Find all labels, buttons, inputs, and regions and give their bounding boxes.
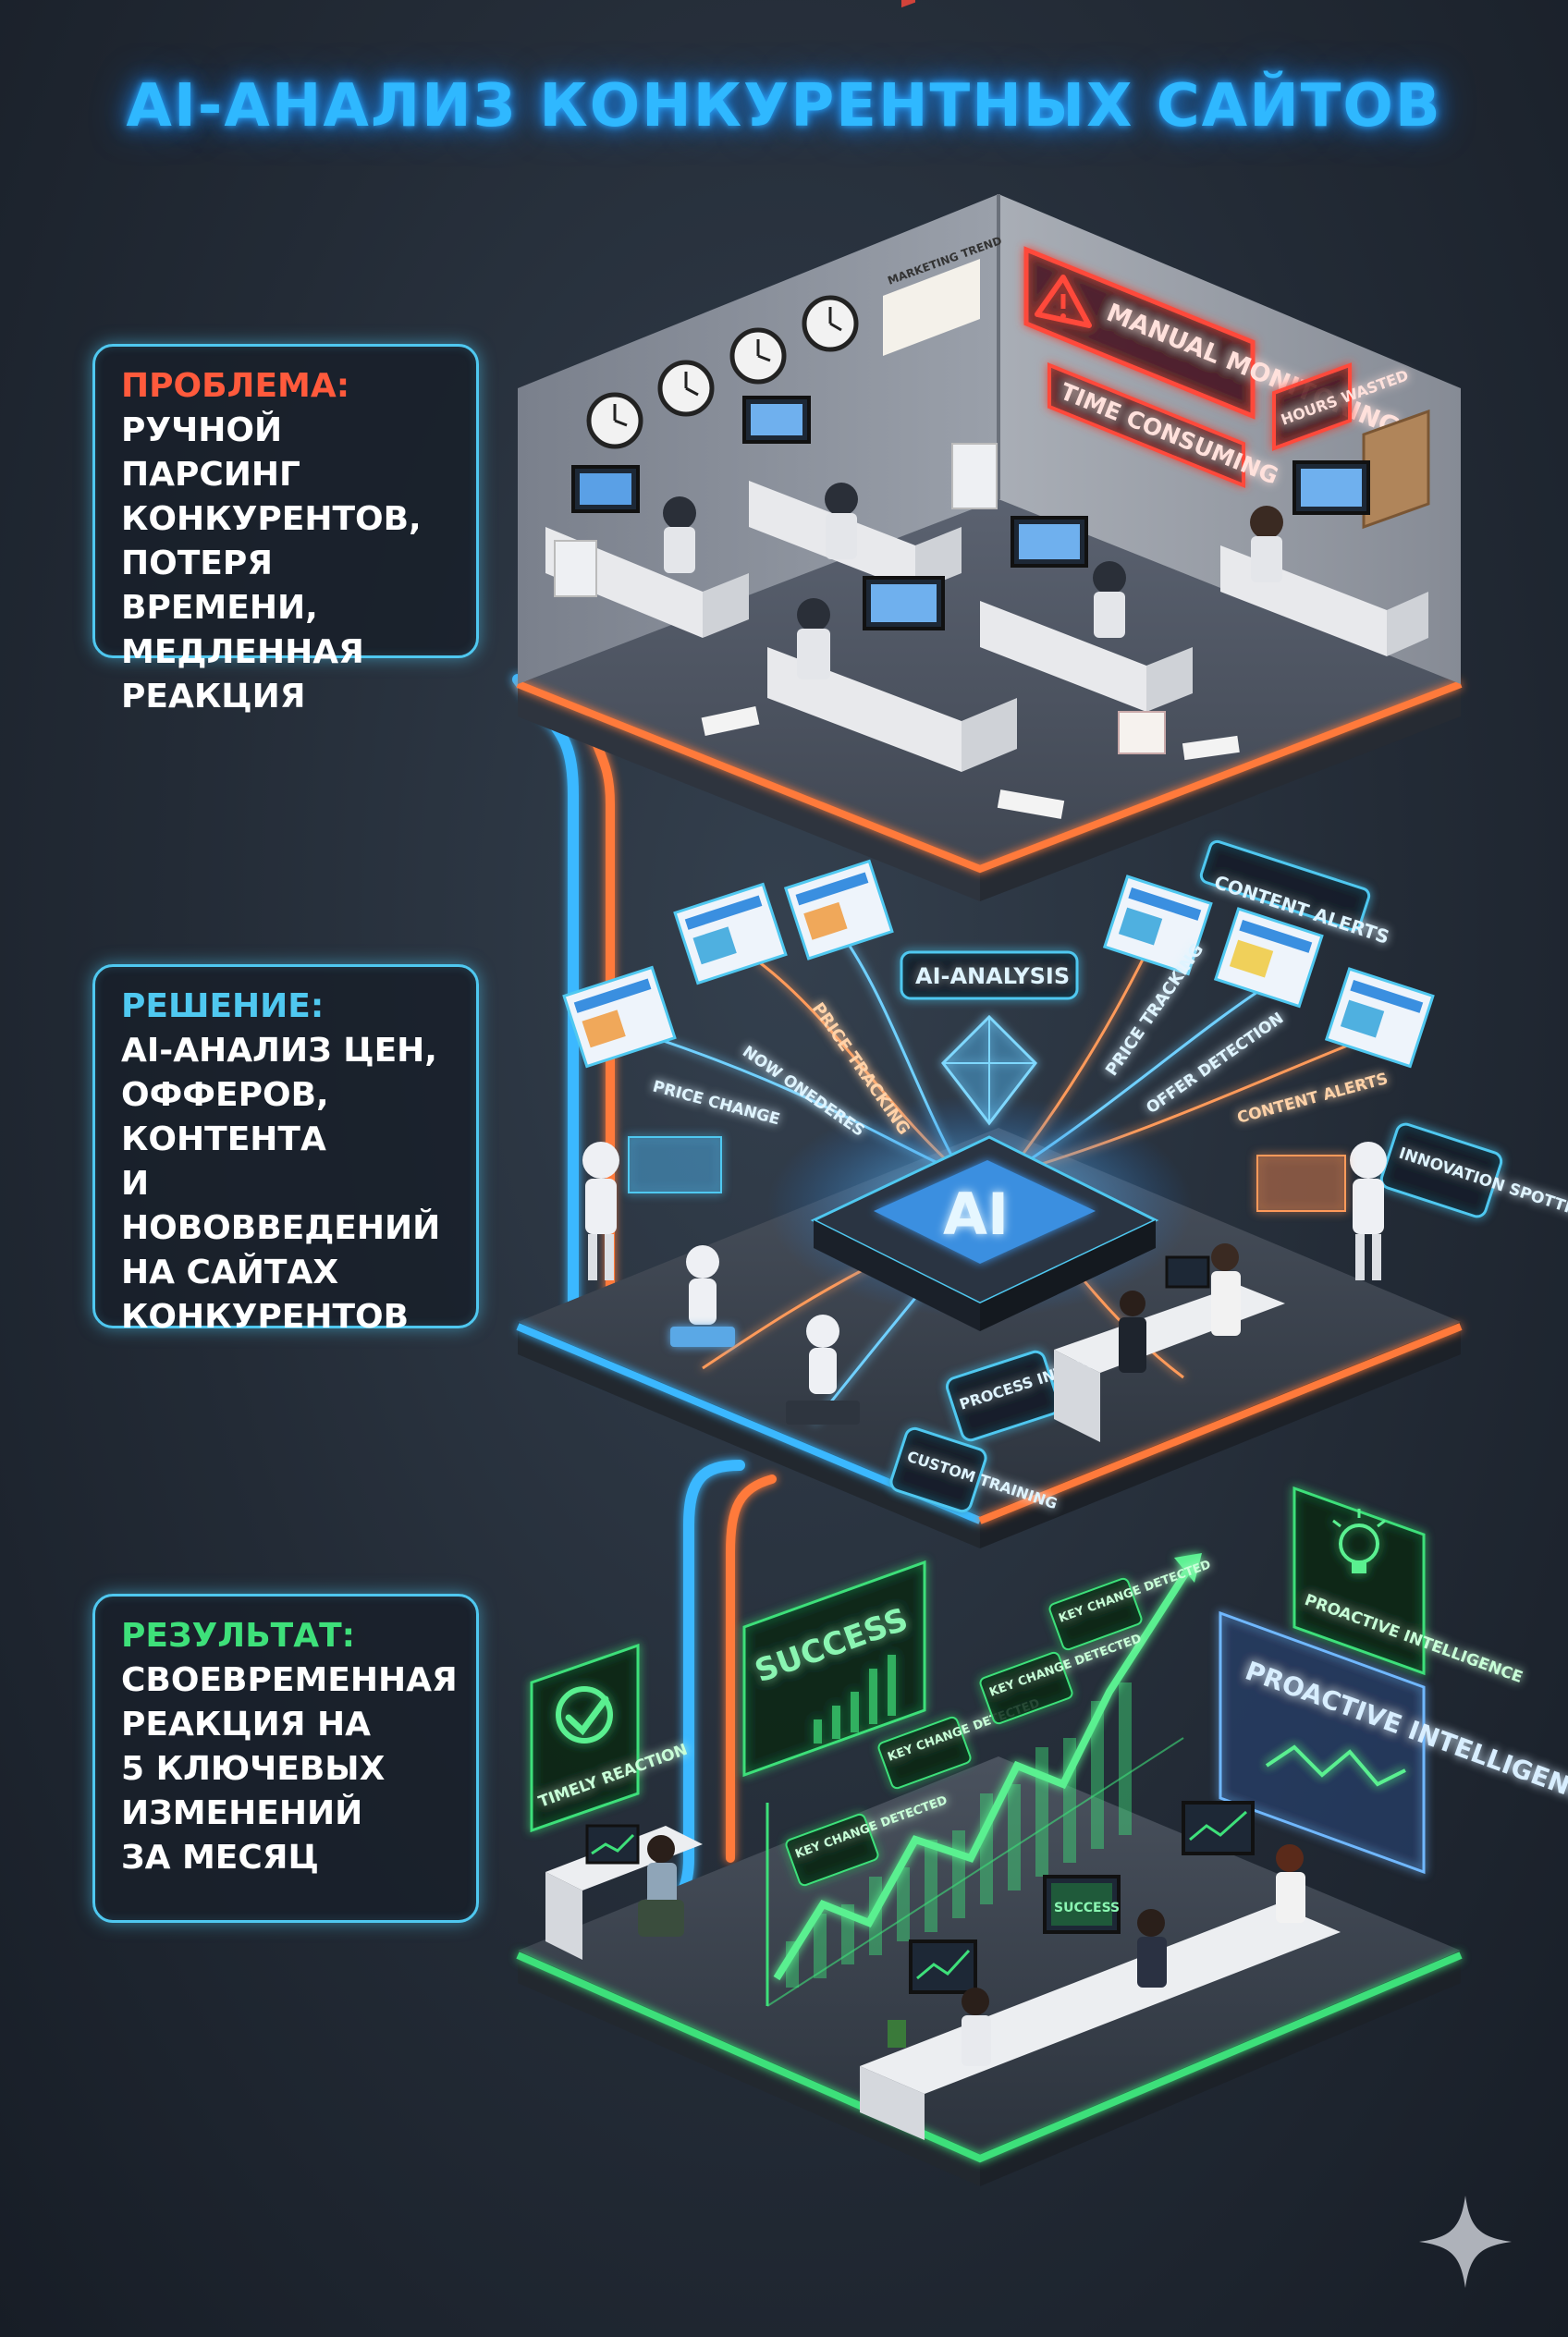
clock-icon <box>729 327 787 385</box>
robots <box>582 1136 1387 1425</box>
lightbulb-icon <box>1332 1509 1386 1573</box>
problem-panel: ПРОБЛЕМА: РУЧНОЙ ПАРСИНГ КОНКУРЕНТОВ, ПО… <box>92 344 479 716</box>
result-heading: РЕЗУЛЬТАТ: <box>121 1617 356 1655</box>
wall-clocks <box>586 295 859 449</box>
svg-text:AI-ANALYSIS: AI-ANALYSIS <box>915 963 1070 989</box>
result-panel: РЕЗУЛЬТАТ: СВОЕВРЕМЕННАЯ РЕАКЦИЯ НА 5 КЛ… <box>92 1594 479 1923</box>
page-title: AI-АНАЛИЗ КОНКУРЕНТНЫХ САЙТОВ <box>126 72 1442 141</box>
ai-crystal <box>941 1014 1037 1126</box>
clock-icon <box>586 392 643 449</box>
analysts-desk <box>1054 1243 1285 1442</box>
svg-text:AI: AI <box>943 1181 1009 1248</box>
problem-office-scene: MARKETING TREND MANUAL MONITORING TIME C… <box>516 0 1463 901</box>
robot-left <box>582 1142 619 1280</box>
problem-heading: ПРОБЛЕМА: <box>121 367 350 405</box>
checkmark-icon <box>556 1686 613 1744</box>
svg-text:PRICE CHANGE: PRICE CHANGE <box>651 1078 782 1130</box>
timely-reaction-badge: TIMELY REACTION <box>530 1643 690 1833</box>
robot-mid <box>670 1245 735 1347</box>
solution-panel: РЕШЕНИЕ: AI-АНАЛИЗ ЦЕН, ОФФЕРОВ, КОНТЕНТ… <box>92 964 479 1336</box>
svg-text:CONTENT ALERTS: CONTENT ALERTS <box>1235 1070 1390 1128</box>
competitor-site-cards <box>562 859 1435 1069</box>
innovation-spotting-label: INNOVATION SPOTTING <box>1379 1122 1568 1225</box>
svg-text:SUCCESS: SUCCESS <box>1054 1901 1120 1915</box>
clock-icon <box>802 295 859 352</box>
growth-chart <box>766 1553 1202 2007</box>
success-panel: SUCCESS <box>742 1560 926 1778</box>
robot-right <box>1350 1142 1387 1280</box>
ai-analysis-label: AI-ANALYSIS <box>900 950 1079 1000</box>
solution-heading: РЕШЕНИЕ: <box>121 987 325 1025</box>
solution-text: AI-АНАЛИЗ ЦЕН, ОФФЕРОВ, КОНТЕНТА И НОВОВ… <box>121 1032 441 1336</box>
robot-front <box>786 1315 860 1425</box>
ai-chip: AI <box>767 1095 1193 1331</box>
result-platform-scene: KEY CHANGE DETECTED KEY CHANGE DETECTED … <box>516 1486 1568 2186</box>
clock-icon <box>657 360 715 417</box>
office-desks <box>545 396 1428 819</box>
problem-text: РУЧНОЙ ПАРСИНГ КОНКУРЕНТОВ, ПОТЕРЯ ВРЕМЕ… <box>121 411 422 716</box>
warning-icon <box>1035 275 1092 328</box>
ai-platform-scene: AI AI-ANALYSIS <box>516 839 1568 1548</box>
result-text: СВОЕВРЕМЕННАЯ РЕАКЦИЯ НА 5 КЛЮЧЕВЫХ ИЗМЕ… <box>121 1661 458 1877</box>
sparkle-icon <box>1419 2196 1512 2288</box>
result-office-desks: SUCCESS <box>545 1801 1341 2140</box>
